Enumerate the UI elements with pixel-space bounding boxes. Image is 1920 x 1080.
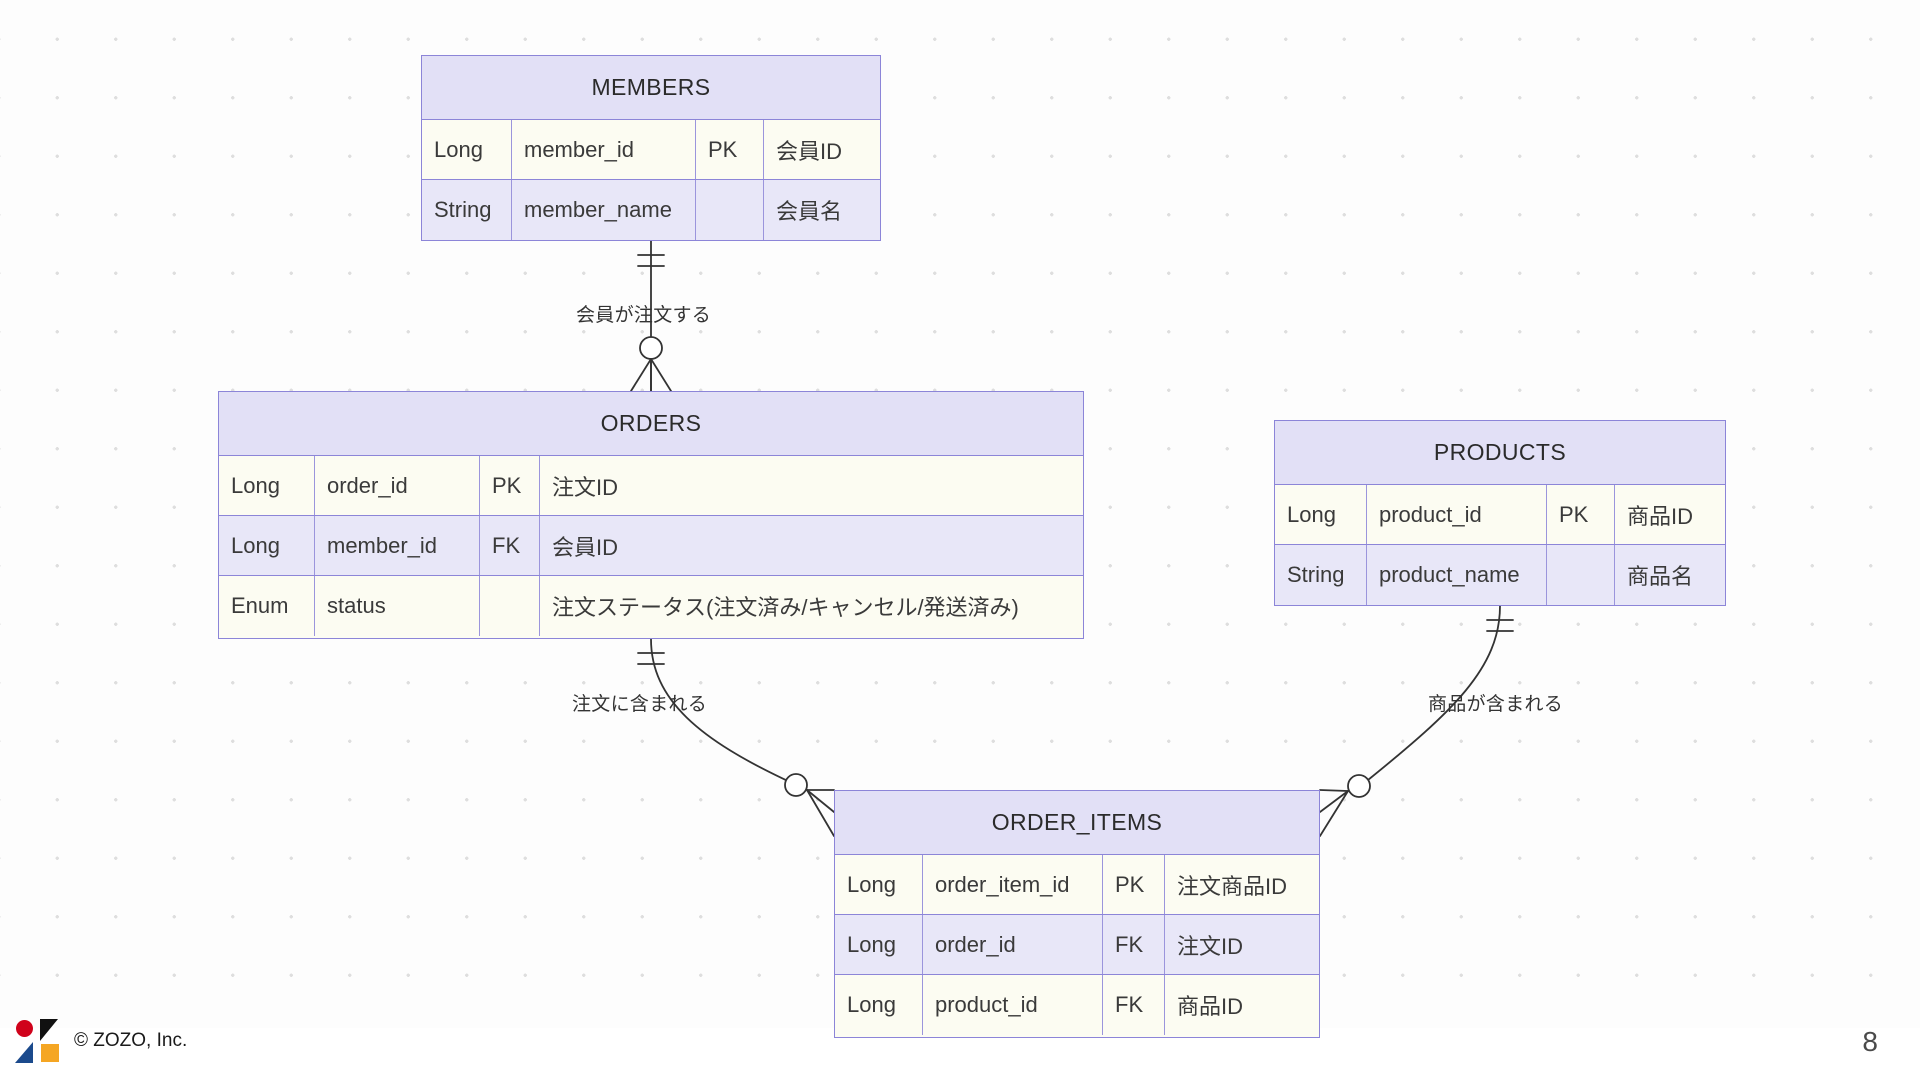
- attr-type: Long: [1275, 485, 1367, 544]
- attr-key: PK: [1103, 855, 1165, 914]
- attr-note: 商品ID: [1627, 503, 1694, 529]
- attr-type: Long: [835, 855, 923, 914]
- attr-key: FK: [1103, 915, 1165, 974]
- attr-note: 注文ステータス(注文済み/キャンセル/発送済み): [552, 595, 1019, 620]
- table-row[interactable]: String member_name 会員名: [422, 180, 880, 240]
- attr-name: product_name: [1367, 545, 1547, 605]
- table-row[interactable]: Long order_id PK 注文ID: [219, 456, 1083, 516]
- attr-name: member_id: [512, 120, 696, 179]
- attr-key: PK: [480, 456, 540, 515]
- attr-key: [480, 576, 540, 636]
- logo-circle-shape: [16, 1020, 33, 1037]
- copyright-text: © ZOZO, Inc.: [74, 1030, 188, 1051]
- table-row[interactable]: Long member_id FK 会員ID: [219, 516, 1083, 576]
- entity-members[interactable]: MEMBERS Long member_id PK 会員ID String me…: [421, 55, 881, 241]
- table-row[interactable]: Long product_id PK 商品ID: [1275, 485, 1725, 545]
- table-row[interactable]: Long product_id FK 商品ID: [835, 975, 1319, 1035]
- attr-type: Long: [422, 120, 512, 179]
- table-row[interactable]: Enum status 注文ステータス(注文済み/キャンセル/発送済み): [219, 576, 1083, 636]
- attr-name: status: [315, 576, 480, 636]
- attr-key: [1547, 545, 1615, 605]
- attr-name: product_id: [923, 975, 1103, 1035]
- attr-key: FK: [480, 516, 540, 575]
- attr-type: Long: [835, 975, 923, 1035]
- attr-name: order_item_id: [923, 855, 1103, 914]
- attr-type: Long: [835, 915, 923, 974]
- entity-title-orders: ORDERS: [219, 392, 1083, 456]
- attr-type: Enum: [219, 576, 315, 636]
- attr-note: 注文ID: [1177, 933, 1244, 959]
- entity-orders[interactable]: ORDERS Long order_id PK 注文ID Long member…: [218, 391, 1084, 639]
- attr-name: member_name: [512, 180, 696, 240]
- attr-type: String: [422, 180, 512, 240]
- attr-note: 会員名: [776, 199, 843, 224]
- attr-note: 会員ID: [776, 138, 843, 164]
- table-row[interactable]: Long member_id PK 会員ID: [422, 120, 880, 180]
- page-number: 8: [1862, 1026, 1878, 1057]
- attr-key: [696, 180, 764, 240]
- attr-note: 商品ID: [1177, 994, 1244, 1019]
- logo-black-triangle-shape: [40, 1019, 58, 1041]
- relationship-label-order-order-items: 注文に含まれる: [572, 694, 708, 715]
- attr-note: 注文商品ID: [1177, 873, 1288, 899]
- attr-type: String: [1275, 545, 1367, 605]
- zozo-logo-icon: [14, 1018, 62, 1064]
- attr-note: 商品名: [1627, 564, 1694, 589]
- attr-key: FK: [1103, 975, 1165, 1035]
- table-row[interactable]: Long order_item_id PK 注文商品ID: [835, 855, 1319, 915]
- attr-name: product_id: [1367, 485, 1547, 544]
- attr-name: member_id: [315, 516, 480, 575]
- logo-yellow-square-shape: [41, 1044, 59, 1062]
- entity-order-items[interactable]: ORDER_ITEMS Long order_item_id PK 注文商品ID…: [834, 790, 1320, 1038]
- attr-name: order_id: [315, 456, 480, 515]
- attr-type: Long: [219, 456, 315, 515]
- entity-title-members: MEMBERS: [422, 56, 880, 120]
- table-row[interactable]: Long order_id FK 注文ID: [835, 915, 1319, 975]
- attr-name: order_id: [923, 915, 1103, 974]
- attr-key: PK: [1547, 485, 1615, 544]
- attr-key: PK: [696, 120, 764, 179]
- entity-title-products: PRODUCTS: [1275, 421, 1725, 485]
- logo-blue-triangle-shape: [15, 1042, 33, 1063]
- table-row[interactable]: String product_name 商品名: [1275, 545, 1725, 605]
- entity-products[interactable]: PRODUCTS Long product_id PK 商品ID String …: [1274, 420, 1726, 606]
- relationship-label-member-orders: 会員が注文する: [576, 305, 712, 326]
- footer-logo-group: © ZOZO, Inc.: [14, 1016, 224, 1066]
- attr-type: Long: [219, 516, 315, 575]
- entity-title-order-items: ORDER_ITEMS: [835, 791, 1319, 855]
- attr-note: 会員ID: [552, 534, 619, 560]
- attr-note: 注文ID: [552, 474, 619, 500]
- relationship-label-product-order-items: 商品が含まれる: [1428, 694, 1564, 715]
